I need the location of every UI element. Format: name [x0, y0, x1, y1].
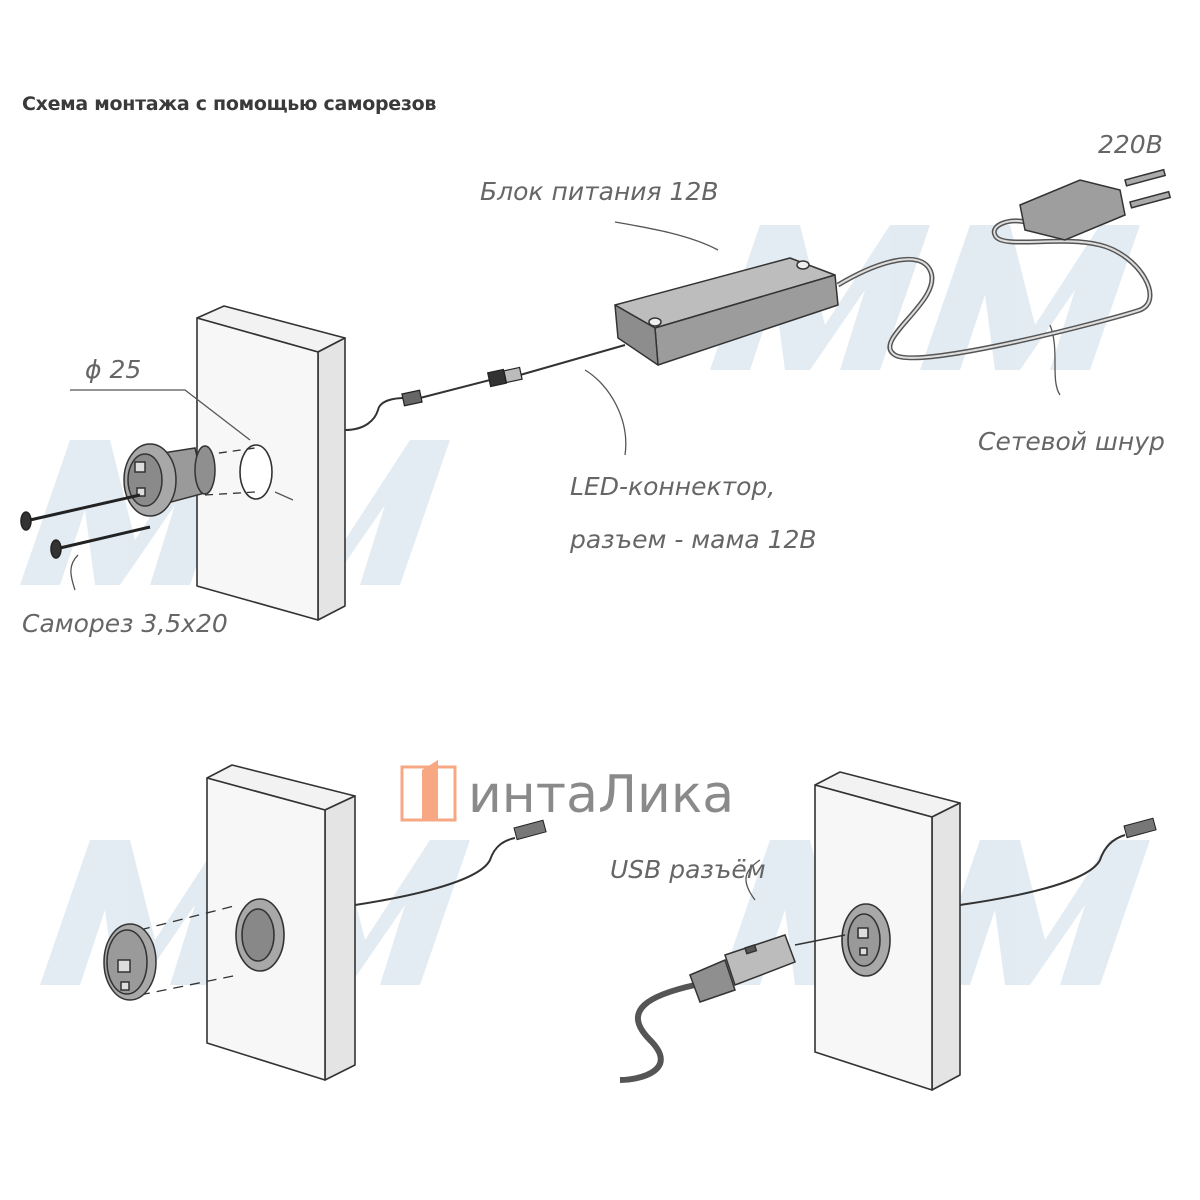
led-connector — [401, 366, 523, 407]
cabinet-panel-bottom-right — [814, 771, 961, 1091]
intalika-logo: интаЛика — [400, 760, 734, 825]
label-power-supply: Блок питания 12В — [480, 177, 719, 206]
led-cable-bottom-right — [959, 834, 1126, 906]
led-cable-bottom-left — [354, 837, 516, 906]
usb-plug — [689, 934, 796, 1003]
label-screw: Саморез 3,5х20 — [22, 609, 228, 638]
label-usb: USB разъём — [610, 855, 766, 884]
alignment-guides — [204, 447, 256, 496]
usb-socket-top — [123, 443, 216, 517]
label-220v: 220В — [1098, 130, 1163, 159]
label-led-connector-1: LED-коннектор, — [570, 472, 775, 501]
plug — [1019, 168, 1172, 241]
label-network-cord: Сетевой шнур — [978, 427, 1165, 456]
led-connector-bottom-left — [513, 819, 547, 841]
watermark-mm — [20, 225, 1150, 985]
screws — [20, 493, 151, 559]
label-diameter: ϕ 25 — [85, 355, 141, 384]
socket-cover — [103, 923, 157, 1001]
logo-text: интаЛика — [468, 765, 734, 825]
label-led-connector-2: разъем - мама 12В — [569, 525, 817, 554]
usb-cable — [619, 982, 696, 1083]
power-supply-12v — [614, 257, 839, 366]
cabinet-panel-bottom-left — [206, 764, 356, 1081]
page-title: Схема монтажа с помощью саморезов — [22, 93, 437, 115]
led-connector-bottom-right — [1123, 817, 1157, 839]
cabinet-panel-top — [196, 305, 346, 621]
led-cable — [344, 344, 626, 431]
